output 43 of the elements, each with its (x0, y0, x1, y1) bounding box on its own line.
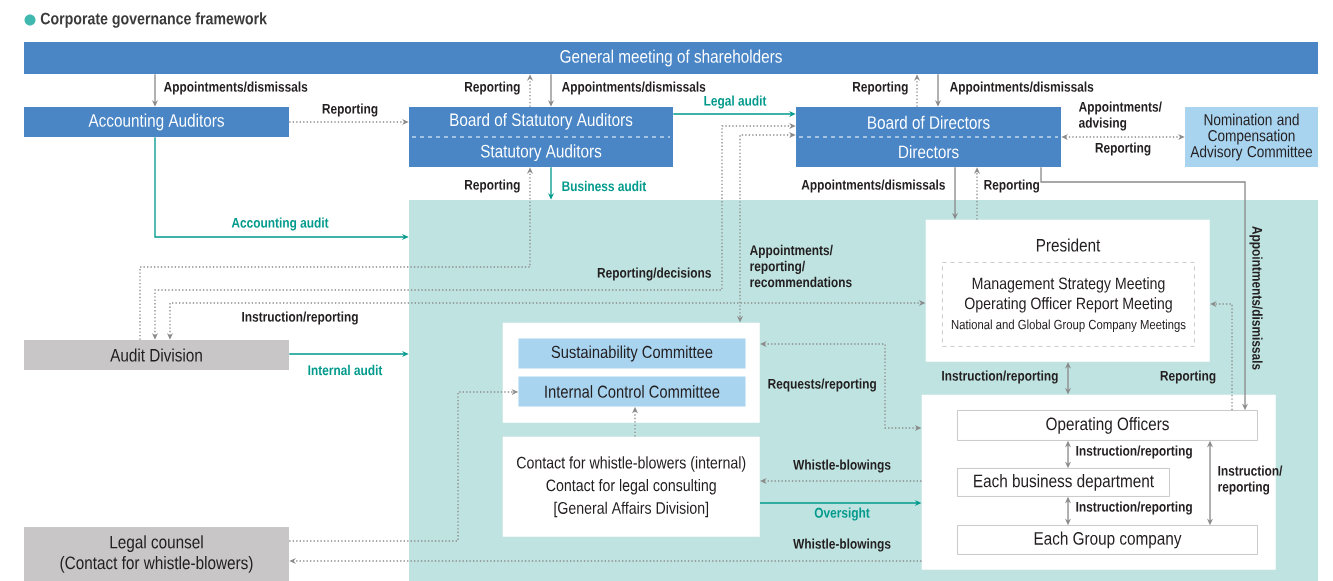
edge-label: Legal audit (704, 95, 767, 109)
edge-label: Oversight (814, 507, 870, 521)
edge-label: Instruction/ reporting (1218, 465, 1283, 495)
edge-label: Appointments/dismissals (163, 81, 308, 95)
contact-box: Contact for whistle-blowers (internal) Contact for legal consulting [General Affairs Division] (502, 436, 760, 537)
edge-label: Requests/reporting (768, 378, 876, 392)
division-box: Audit Division (24, 340, 289, 370)
header-band: General meeting of shareholders (24, 42, 1318, 74)
edge-label: Appointments/dismissals (561, 81, 706, 95)
edge-label: Instruction/reporting (942, 370, 1058, 384)
edge-label: Reporting (853, 81, 908, 95)
edge-label: Reporting/decisions (597, 267, 711, 281)
edge-label: Whistle-blowings (793, 538, 891, 552)
auditor-box: Accounting Auditors (24, 107, 289, 137)
edge-label: Reporting (465, 179, 520, 193)
edge-label: Appointments/dismissals (801, 179, 945, 193)
edge-label: Appointments/ reporting/ recommendations (749, 244, 852, 288)
counsel-box: Legal counsel (Contact for whistle-blowers) (24, 527, 289, 581)
edge-label: Instruction/reporting (242, 311, 358, 325)
line-label: Reporting (1095, 142, 1151, 156)
meeting-box: Management Strategy Meeting Operating Officer Report Meeting National and Global Group Company Meetings (942, 262, 1195, 347)
auditor-box: Board of Statutory Auditors Statutory Auditors (409, 107, 673, 167)
edge-label: Instruction/reporting (1076, 445, 1192, 459)
edge-label: Appointments/dismissals (949, 81, 1094, 95)
edge-label: Whistle-blowings (793, 459, 891, 473)
committee-box: Internal Control Committee (518, 376, 746, 407)
committee-box: Nomination and Compensation Advisory Committee (1185, 107, 1318, 167)
edge-label: Accounting audit (231, 217, 329, 231)
edge-label: Internal audit (308, 364, 383, 376)
edge-label: Reporting (322, 103, 378, 117)
edge-label: Reporting (1160, 370, 1216, 384)
edge-label: Business audit (562, 180, 647, 192)
edge-label: Instruction/reporting (1076, 501, 1192, 515)
board-box: Board of Directors Directors (796, 107, 1061, 167)
edge-label: Reporting (984, 179, 1039, 193)
edge-label: Appointments/ advising (1078, 101, 1162, 131)
company-box: Each Group company (957, 525, 1258, 555)
committee-box: Sustainability Committee (518, 338, 746, 369)
edge-label: Appointments/dismissals (1249, 226, 1263, 370)
officer-box: Operating Officers (957, 410, 1258, 441)
edge-label: Reporting (465, 81, 520, 95)
title: Corporate governance framework (40, 12, 267, 28)
department-box: Each business department (957, 468, 1170, 497)
